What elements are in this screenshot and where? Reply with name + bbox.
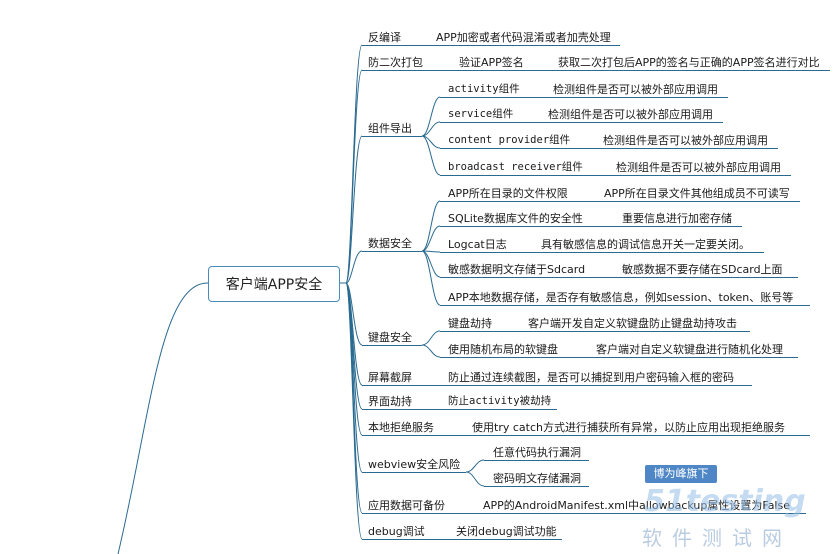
leaf-disable-debug: 关闭debug调试功能 [456, 525, 557, 538]
leaf-plaintext-password: 密码明文存储漏洞 [493, 472, 581, 485]
leaf-broadcast-receiver-check: 检测组件是否可以被外部应用调用 [616, 161, 781, 174]
branch-keyboard-security[interactable]: 键盘安全 [368, 331, 412, 344]
node-content-provider-component[interactable]: content provider组件 [448, 134, 571, 146]
branch-component-export[interactable]: 组件导出 [368, 122, 412, 135]
watermark-subtitle: 软件测试网 [642, 526, 792, 550]
leaf-service-check: 检测组件是否可以被外部应用调用 [548, 108, 713, 121]
node-sdcard-plaintext[interactable]: 敏感数据明文存储于Sdcard [448, 263, 586, 276]
branch-data-security[interactable]: 数据安全 [368, 237, 412, 250]
leaf-randomize-keyboard: 客户端对自定义软键盘进行随机化处理 [596, 343, 783, 356]
branch-local-dos[interactable]: 本地拒绝服务 [368, 421, 434, 434]
node-logcat[interactable]: Logcat日志 [448, 238, 507, 251]
root-incoming-connector [117, 282, 209, 554]
leaf-logcat-debug-off: 具有敏感信息的调试信息开关一定要关闭。 [541, 238, 750, 251]
node-keyboard-hijack[interactable]: 键盘劫持 [448, 317, 492, 330]
leaf-compare-signature: 获取二次打包后APP的签名与正确的APP签名进行对比 [558, 56, 820, 69]
branch-decompile[interactable]: 反编译 [368, 31, 401, 44]
node-service-component[interactable]: service组件 [448, 108, 514, 120]
root-node[interactable]: 客户端APP安全 [208, 266, 340, 302]
leaf-custom-soft-keyboard: 客户端开发自定义软键盘防止键盘劫持攻击 [528, 317, 737, 330]
leaf-activity-hijack: 防止activity被劫持 [448, 395, 552, 407]
leaf-decompile-solution: APP加密或者代码混淆或者加壳处理 [436, 31, 611, 44]
node-local-storage-sensitive[interactable]: APP本地数据存储，是否存有敏感信息，例如session、token、账号等 [448, 291, 794, 304]
node-sqlite-security[interactable]: SQLite数据库文件的安全性 [448, 212, 583, 225]
branch-webview-risk[interactable]: webview安全风险 [368, 458, 461, 471]
node-verify-signature[interactable]: 验证APP签名 [459, 56, 524, 69]
leaf-arbitrary-code-exec: 任意代码执行漏洞 [493, 446, 581, 459]
leaf-app-dir-permission: APP所在目录文件其他组成员不可读写 [604, 187, 790, 200]
leaf-try-catch: 使用try catch方式进行捕获所有异常，以防止应用出现拒绝服务 [472, 421, 785, 434]
node-random-keyboard[interactable]: 使用随机布局的软键盘 [448, 343, 558, 356]
leaf-sdcard-advice: 敏感数据不要存储在SDcard上面 [622, 263, 783, 276]
branch-debug[interactable]: debug调试 [368, 525, 425, 538]
leaf-allowbackup: APP的AndroidManifest.xml中allowbackup属性设置为… [483, 499, 790, 512]
branch-ui-hijack[interactable]: 界面劫持 [368, 395, 412, 408]
node-broadcast-receiver-component[interactable]: broadcast receiver组件 [448, 161, 583, 173]
leaf-content-provider-check: 检测组件是否可以被外部应用调用 [603, 134, 768, 147]
leaf-screenshot-prevention: 防止通过连续截图，是否可以捕捉到用户密码输入框的密码 [448, 371, 734, 384]
leaf-activity-check: 检测组件是否可以被外部应用调用 [553, 83, 718, 96]
leaf-sqlite-encrypt: 重要信息进行加密存储 [622, 212, 732, 225]
node-activity-component[interactable]: activity组件 [448, 83, 520, 95]
branch-anti-repackage[interactable]: 防二次打包 [368, 56, 423, 69]
branch-screenshot[interactable]: 屏幕截屏 [368, 371, 412, 384]
watermark-logo: 51testing [644, 484, 806, 519]
watermark: 博为峰旗下 51testing 软件测试网 [630, 462, 830, 552]
branch-backup[interactable]: 应用数据可备份 [368, 499, 445, 512]
watermark-badge: 博为峰旗下 [645, 465, 717, 483]
node-app-dir-permission[interactable]: APP所在目录的文件权限 [448, 187, 568, 200]
